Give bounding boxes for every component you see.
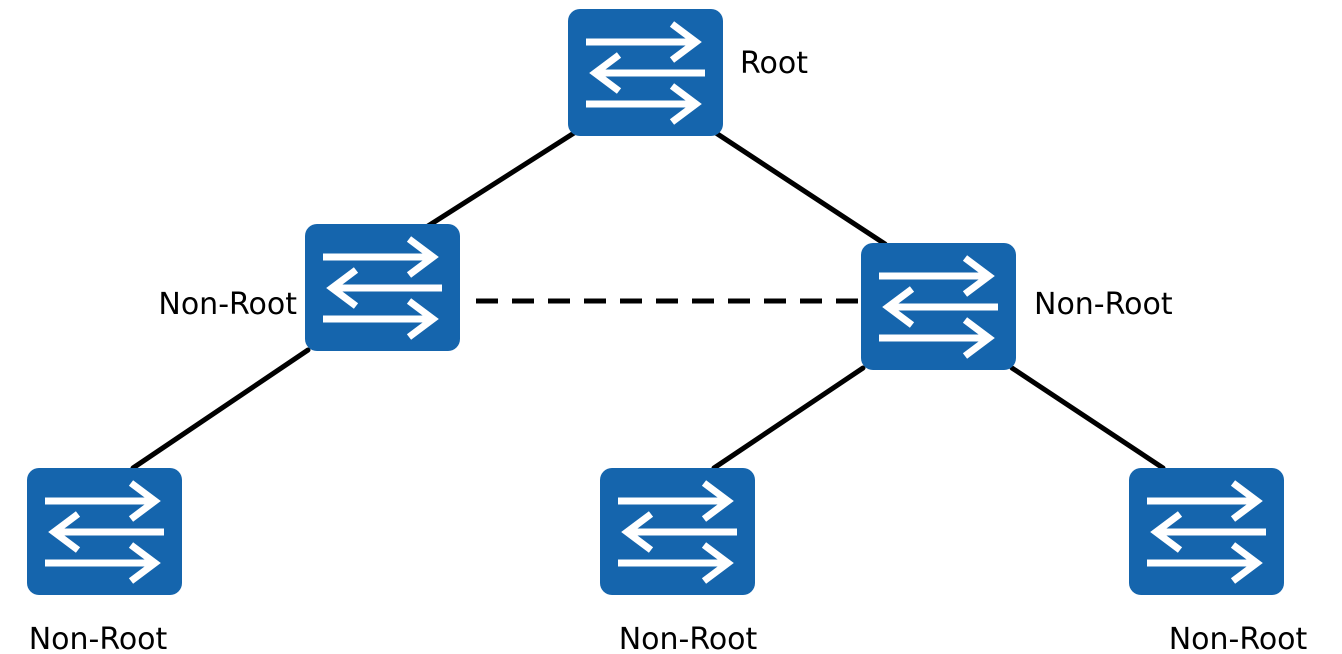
switch-bottom-left[interactable] bbox=[27, 468, 182, 595]
label-root: Root bbox=[740, 46, 808, 81]
link-mid-left-bottom-left bbox=[130, 347, 311, 471]
label-bottom-right: Non-Root bbox=[1169, 622, 1308, 654]
link-mid-right-bottom-middle bbox=[711, 365, 866, 471]
switch-root[interactable] bbox=[568, 9, 723, 136]
link-root-mid-left bbox=[425, 130, 577, 229]
label-mid-left: Non-Root bbox=[158, 287, 297, 322]
label-mid-right: Non-Root bbox=[1034, 287, 1173, 322]
switch-bottom-middle[interactable] bbox=[600, 468, 755, 595]
switch-mid-left[interactable] bbox=[305, 224, 460, 351]
label-bottom-left: Non-Root bbox=[29, 622, 168, 654]
link-mid-right-bottom-right bbox=[1009, 365, 1166, 471]
label-bottom-middle: Non-Root bbox=[619, 622, 758, 654]
link-root-mid-right bbox=[713, 130, 888, 247]
switch-bottom-right[interactable] bbox=[1129, 468, 1284, 595]
switch-mid-right[interactable] bbox=[861, 243, 1016, 370]
